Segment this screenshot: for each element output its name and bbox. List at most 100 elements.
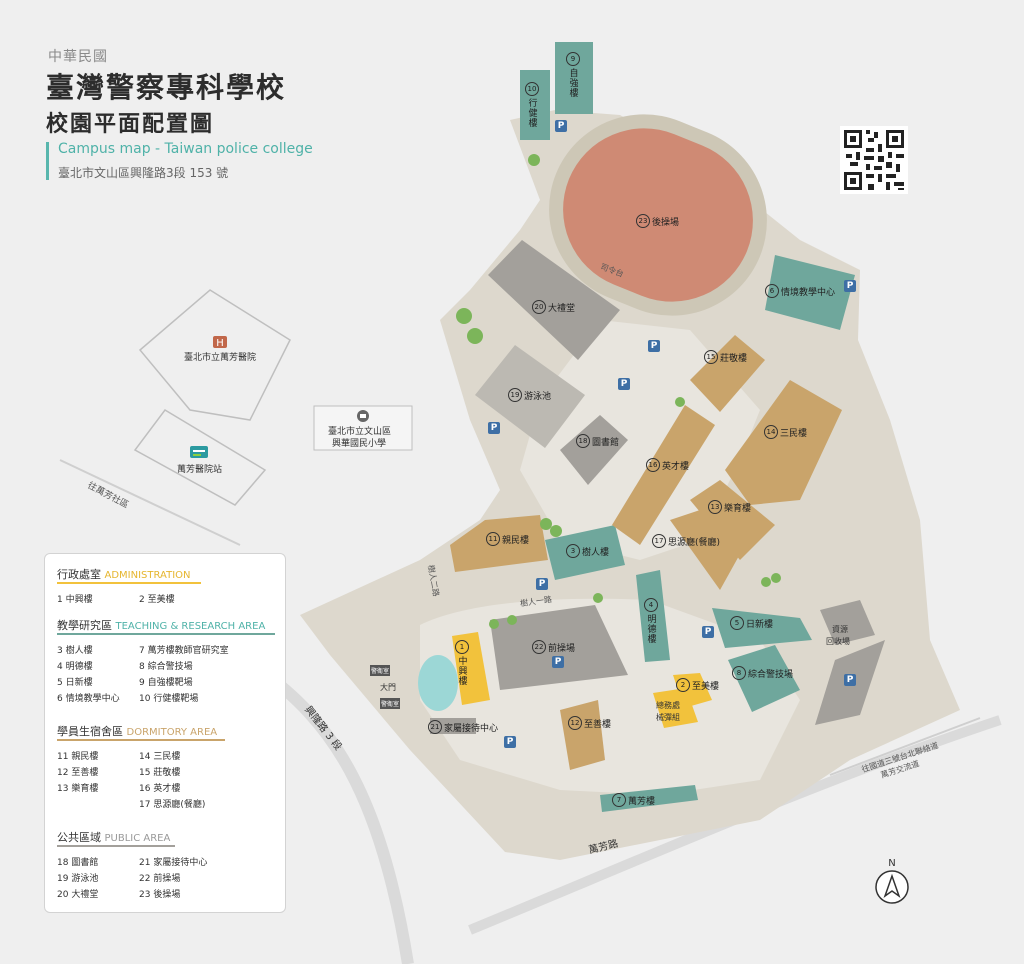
building-4-shape[interactable] bbox=[636, 570, 670, 662]
building-name: 親民樓 bbox=[502, 535, 530, 546]
parking-icon[interactable]: P bbox=[844, 280, 856, 292]
building-15-shape[interactable] bbox=[690, 335, 765, 412]
legend-item: 18 圖書館 bbox=[57, 858, 99, 868]
legend-dorm-title: 學員生宿舍區 DORMITORY AREA bbox=[57, 725, 218, 738]
building-name: 大禮堂 bbox=[548, 303, 576, 314]
building-18-shape[interactable] bbox=[560, 415, 628, 485]
building-7-shape[interactable] bbox=[600, 785, 698, 812]
building-name: 樂育樓 bbox=[724, 503, 752, 514]
tree-icons bbox=[456, 154, 781, 629]
building-name: 游泳池 bbox=[524, 391, 552, 402]
metro-station-label[interactable]: 萬芳醫院站 bbox=[177, 465, 223, 475]
school-label-1[interactable]: 臺北市立文山區 bbox=[328, 427, 392, 437]
building-6-shape[interactable] bbox=[765, 255, 855, 330]
legend-public-title: 公共區域 PUBLIC AREA bbox=[57, 831, 171, 844]
qr-code-icon[interactable] bbox=[840, 126, 908, 194]
rear-field-track bbox=[549, 114, 767, 316]
hospital-outline bbox=[138, 289, 291, 421]
building-number-badge: 3 bbox=[566, 544, 580, 558]
parking-icon[interactable]: P bbox=[504, 736, 516, 748]
building-name: 前操場 bbox=[548, 643, 576, 654]
building-name: 英才樓 bbox=[662, 461, 690, 472]
building-3-shape[interactable] bbox=[545, 525, 625, 580]
parking-icon[interactable]: P bbox=[702, 626, 714, 638]
parking-icon[interactable]: P bbox=[488, 422, 500, 434]
legend-item: 16 英才樓 bbox=[139, 784, 181, 794]
building-8-shape[interactable] bbox=[728, 645, 800, 712]
building-19-shape[interactable] bbox=[475, 345, 585, 448]
legend-item: 9 自強樓靶場 bbox=[139, 678, 193, 688]
building-number-badge: 21 bbox=[428, 720, 442, 734]
legend-item: 20 大禮堂 bbox=[57, 890, 99, 900]
parking-icon[interactable]: P bbox=[536, 578, 548, 590]
general-affairs-label-1: 總務處 bbox=[656, 701, 680, 710]
building-17-shape[interactable] bbox=[670, 510, 745, 590]
parking-icon[interactable]: P bbox=[555, 120, 567, 132]
pool-shape bbox=[418, 655, 458, 711]
building-name: 萬芳樓 bbox=[628, 796, 656, 807]
building-14-shape[interactable] bbox=[725, 380, 842, 505]
building-21-shape[interactable] bbox=[430, 718, 476, 734]
building-number-badge: 1 bbox=[455, 640, 469, 654]
legend-admin-line bbox=[57, 582, 201, 584]
building-name: 中興樓 bbox=[456, 656, 467, 686]
legend-item: 23 後操場 bbox=[139, 890, 181, 900]
school-icon bbox=[357, 410, 369, 422]
school-label-2[interactable]: 興華國民小學 bbox=[332, 439, 387, 449]
building-number-badge: 19 bbox=[508, 388, 522, 402]
legend-teach-line bbox=[57, 633, 275, 635]
hospital-label[interactable]: 臺北市立萬芳醫院 bbox=[184, 353, 257, 363]
legend-item: 1 中興樓 bbox=[57, 595, 93, 605]
building-label-1[interactable]: 1 中興樓 bbox=[455, 640, 469, 686]
parking-icon[interactable]: P bbox=[552, 656, 564, 668]
legend-item: 17 思源廳(餐廳) bbox=[139, 800, 206, 810]
parking-icon[interactable]: P bbox=[648, 340, 660, 352]
building-22-shape[interactable] bbox=[490, 605, 628, 690]
parking-icon[interactable]: P bbox=[844, 674, 856, 686]
building-11-shape[interactable] bbox=[450, 515, 548, 572]
building-number-badge: 22 bbox=[532, 640, 546, 654]
legend-item: 3 樹人樓 bbox=[57, 646, 93, 656]
building-number-badge: 20 bbox=[532, 300, 546, 314]
legend-item: 15 莊敬樓 bbox=[139, 768, 181, 778]
building-number-badge: 23 bbox=[636, 214, 650, 228]
building-20-shape[interactable] bbox=[488, 240, 620, 360]
recycle-shape[interactable] bbox=[820, 600, 875, 645]
legend-item: 19 游泳池 bbox=[57, 874, 99, 884]
building-number-badge: 4 bbox=[644, 598, 658, 612]
building-10-shape[interactable] bbox=[520, 70, 550, 140]
page-title: 臺灣警察專科學校 bbox=[46, 71, 287, 104]
legend-item: 22 前操場 bbox=[139, 874, 181, 884]
building-number-badge: 14 bbox=[764, 425, 778, 439]
legend-item: 4 明德樓 bbox=[57, 662, 93, 672]
legend-item: 13 樂育樓 bbox=[57, 784, 99, 794]
parking-icon[interactable]: P bbox=[618, 378, 630, 390]
general-affairs-shape[interactable] bbox=[653, 688, 698, 728]
building-16-shape[interactable] bbox=[612, 405, 715, 545]
general-affairs-label-2: 械彈組 bbox=[656, 713, 680, 722]
building-number-badge: 16 bbox=[646, 458, 660, 472]
